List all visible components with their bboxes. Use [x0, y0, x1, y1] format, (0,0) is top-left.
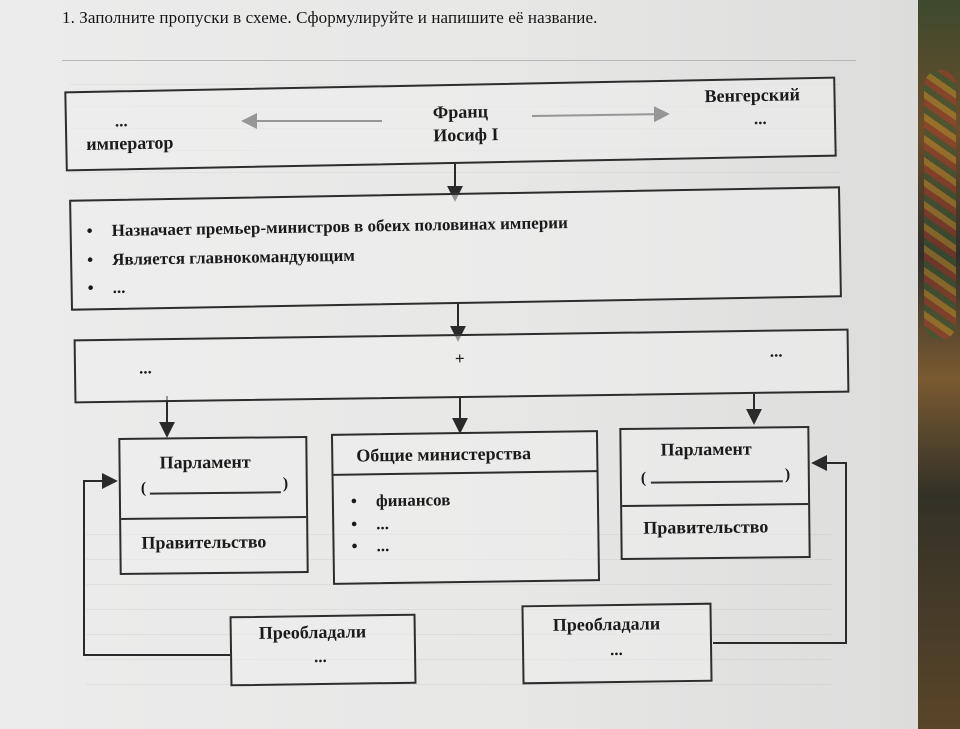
bullet-icon: • [86, 221, 93, 241]
bullet-icon: • [86, 250, 94, 270]
common-ministries-item-3: •... [351, 536, 389, 557]
powers-item-3: •... [87, 278, 125, 299]
union-left-placeholder: ... [138, 358, 152, 378]
left-parliament-title: Парламент [159, 451, 251, 473]
bullet-icon: • [350, 491, 357, 511]
right-prevailed-box: Преобладали ... [521, 602, 713, 685]
common-ministries-item-2-text: ... [376, 514, 390, 534]
powers-item-1: • Назначает премьер-министров в обеих пол… [86, 213, 568, 241]
common-ministries-divider [333, 470, 597, 476]
left-emperor-title-placeholder: ... [114, 111, 128, 131]
left-parliament-blank-line [149, 491, 281, 495]
left-parliament-close-paren: ) [282, 475, 289, 493]
union-right-placeholder: ... [769, 341, 783, 361]
common-ministries-item-3-text: ... [376, 536, 390, 556]
left-prevailed-title: Преобладали [258, 621, 367, 643]
left-prevailed-box: Преобладали ... [229, 613, 417, 687]
powers-item-2-text: Является главнокомандующим [111, 245, 356, 269]
powers-item-3-text: ... [112, 277, 126, 297]
emperor-name-first: Франц [432, 101, 489, 123]
left-emperor-title: император [86, 132, 174, 154]
right-prevailed-placeholder: ... [609, 639, 623, 660]
bullet-icon: • [351, 514, 358, 534]
emperor-box: ... император Франц Иосиф I Венгерский .… [64, 76, 837, 172]
state-union-box: ... + ... [73, 328, 850, 404]
emperor-name-second: Иосиф I [433, 124, 499, 146]
heading-rule [62, 60, 856, 61]
background-fabric-strip [918, 0, 960, 729]
bullet-icon: • [351, 536, 358, 556]
left-government-label: Правительство [141, 531, 267, 553]
left-parliament-open-paren: ( [140, 479, 147, 497]
right-parliament-blank-line [650, 480, 783, 484]
powers-item-1-text: Назначает премьер-министров в обеих поло… [111, 213, 568, 240]
left-parliament-divider [121, 516, 307, 520]
common-ministries-item-2: •... [351, 514, 389, 535]
left-prevailed-placeholder: ... [313, 646, 327, 667]
right-parliament-open-paren: ( [640, 469, 647, 487]
right-parliament-box: Парламент ( ) Правительство [619, 426, 811, 560]
right-prevailed-title: Преобладали [552, 613, 661, 635]
common-ministries-title: Общие министерства [356, 443, 532, 466]
common-ministries-box: Общие министерства • финансов •... •... [330, 430, 601, 585]
task-heading: 1. Заполните пропуски в схеме. Сформулир… [62, 8, 598, 27]
right-government-label: Правительство [643, 516, 769, 538]
powers-item-2: • Является главнокомандующим [87, 246, 355, 271]
right-emperor-title: Венгерский [704, 84, 801, 107]
bullet-icon: • [87, 278, 94, 298]
common-ministries-item-1-text: финансов [375, 490, 451, 511]
right-parliament-close-paren: ) [784, 466, 791, 484]
left-parliament-box: Парламент ( ) Правительство [118, 436, 309, 575]
common-ministries-item-1: • финансов [351, 490, 451, 511]
right-parliament-divider [622, 503, 809, 507]
emperor-powers-box: • Назначает премьер-министров в обеих пол… [69, 186, 842, 311]
union-plus: + [454, 348, 465, 369]
right-emperor-title-placeholder: ... [753, 108, 767, 129]
right-parliament-title: Парламент [660, 438, 752, 460]
